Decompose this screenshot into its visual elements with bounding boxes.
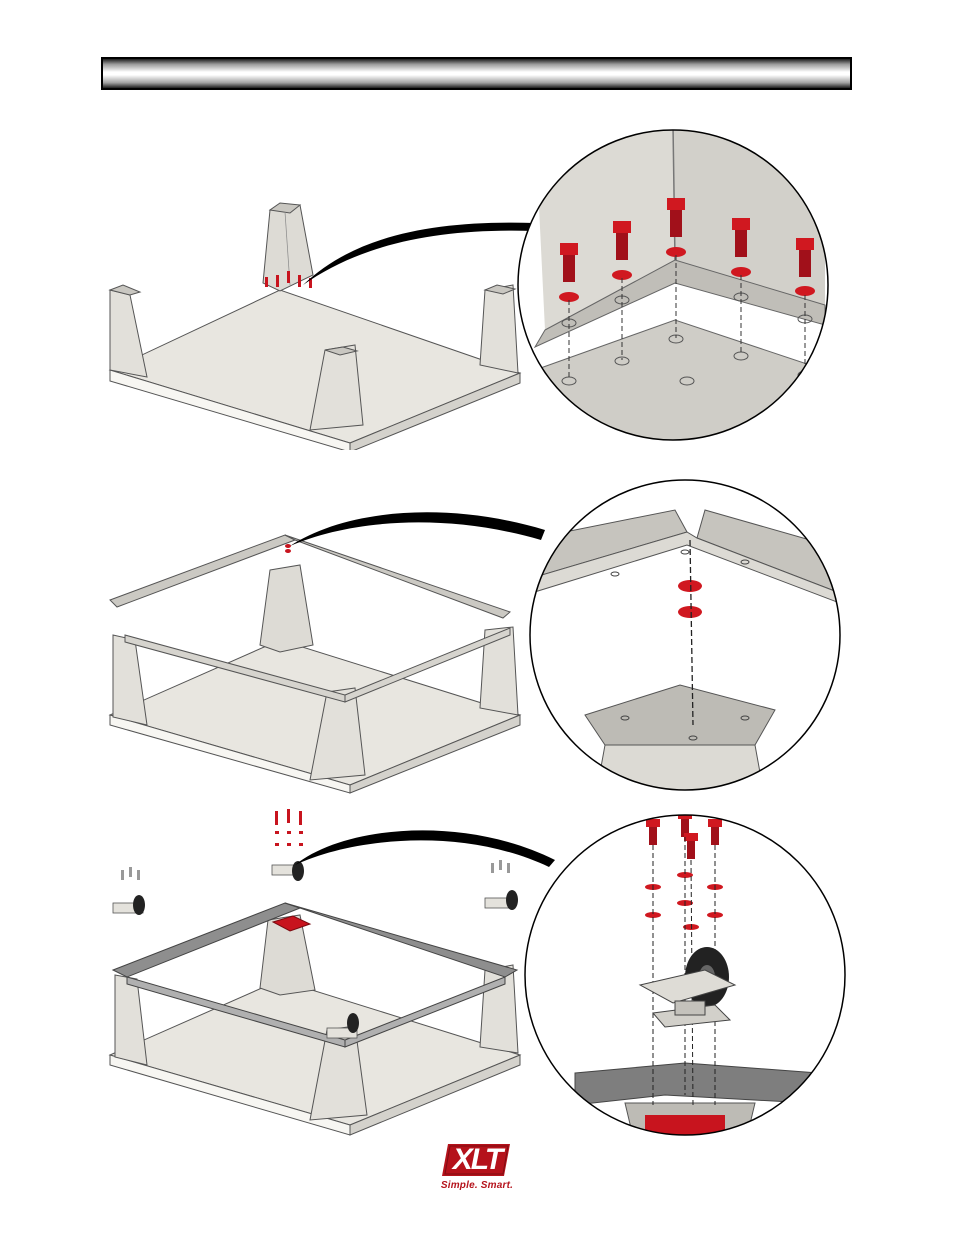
step-2-svg: [105, 470, 850, 800]
step-2-diagram: [105, 470, 850, 800]
detail-circle-1: [518, 125, 828, 450]
xlt-logo: XLT Simple. Smart.: [428, 1142, 526, 1194]
callout-arrow-icon: [290, 512, 545, 546]
step-3-diagram: [105, 805, 850, 1140]
leg-back: [260, 565, 313, 652]
leg-right: [480, 965, 518, 1053]
detail-circle-2: [525, 480, 845, 800]
step-1-svg: [105, 125, 850, 450]
washer-icon: [285, 544, 291, 553]
callout-arrow-icon: [295, 830, 555, 867]
red-mount-plate: [645, 1115, 725, 1140]
loose-bolts-gray: [121, 860, 510, 880]
bolt-group-small: [275, 809, 303, 846]
rail-upper: [110, 535, 510, 618]
detail-circle-3: [525, 811, 845, 1140]
logo-tagline: Simple. Smart.: [428, 1180, 526, 1191]
section-header-bar: [101, 57, 852, 90]
leg-right: [480, 285, 518, 373]
step-3-svg: [105, 805, 850, 1140]
leg-left: [113, 635, 147, 725]
leg-left: [110, 285, 147, 377]
logo-text: XLT: [442, 1143, 512, 1177]
step-1-diagram: [105, 125, 850, 450]
callout-arrow-icon: [303, 223, 535, 285]
